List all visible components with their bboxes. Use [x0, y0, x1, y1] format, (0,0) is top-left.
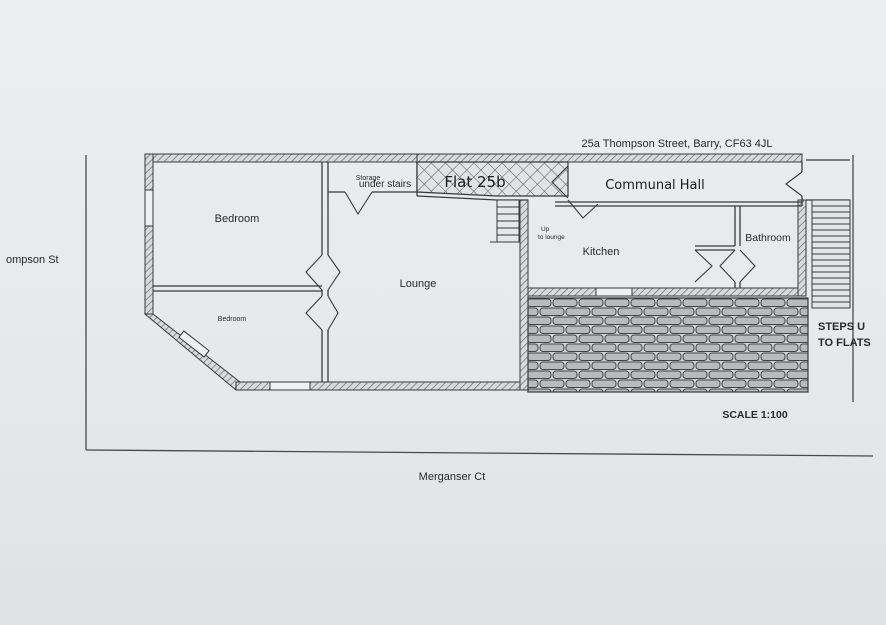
- flat-25b-label: Flat 25b: [444, 173, 505, 191]
- partitions: [153, 159, 850, 382]
- address-label: 25a Thompson Street, Barry, CF63 4JL: [582, 138, 773, 150]
- lounge-label: Lounge: [400, 278, 437, 290]
- street-bottom-label: Merganser Ct: [419, 471, 486, 483]
- street-left-label: ompson St: [6, 254, 59, 266]
- outer-walls: [143, 153, 807, 391]
- site-boundary: [85, 155, 874, 457]
- up-label-line2: to lounge: [538, 234, 565, 241]
- kitchen-label: Kitchen: [583, 246, 620, 258]
- steps-label-line2: TO FLATS: [818, 337, 871, 349]
- steps-label-line1: STEPS U: [818, 321, 865, 333]
- windows: [144, 189, 633, 391]
- external-steps: [811, 199, 851, 309]
- scale-label: SCALE 1:100: [722, 409, 788, 421]
- internal-stairs: [490, 199, 520, 243]
- paved-yard: [527, 297, 809, 393]
- bedroom-1-label: Bedroom: [215, 213, 260, 225]
- up-label-line1: Up: [541, 226, 550, 233]
- bedroom-2-label: Bedroom: [218, 316, 247, 323]
- flat-25b-area: [416, 161, 569, 197]
- bathroom-label: Bathroom: [745, 232, 791, 244]
- door-swings: [305, 165, 803, 331]
- communal-hall-label: Communal Hall: [605, 178, 705, 193]
- storage-label-line2: under stairs: [359, 179, 411, 190]
- storage-label-line1: Storage: [356, 175, 381, 182]
